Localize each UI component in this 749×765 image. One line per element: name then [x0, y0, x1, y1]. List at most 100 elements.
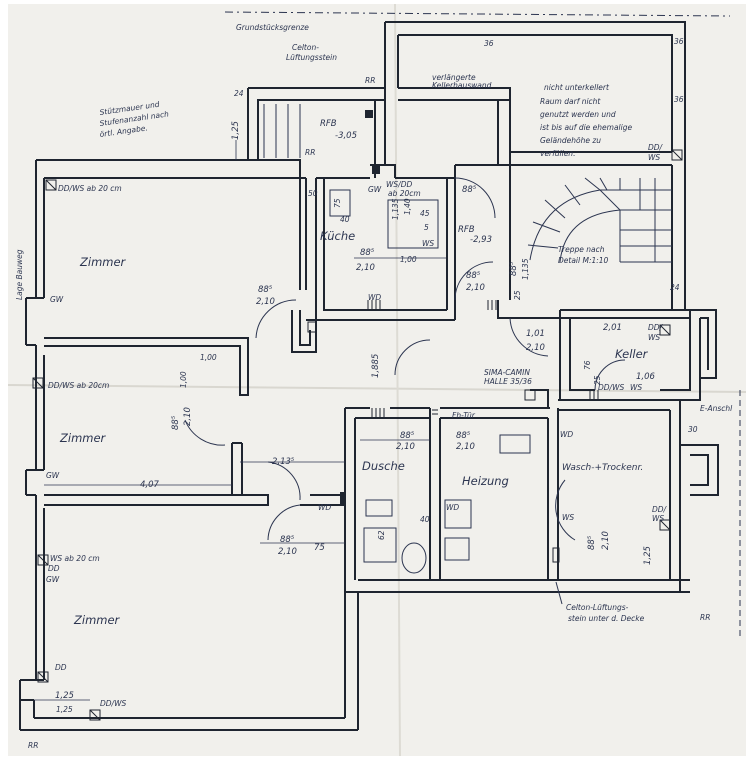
annotation-ws-keller: WS — [630, 383, 642, 392]
walls — [19, 21, 719, 731]
annotation-dd-ws-bottom: DD/WS — [100, 699, 126, 708]
dim-36: 36 — [674, 95, 684, 104]
celton-top-label-2: Lüftungsstein — [286, 53, 337, 62]
annotation-wd-heizung: WD — [446, 503, 459, 512]
dim-75-b: 75 — [333, 198, 342, 208]
annotation-gw-2: GW — [46, 471, 60, 480]
interior-staircase — [527, 177, 672, 263]
ws-top-right-label: WS — [648, 153, 660, 162]
celton-bottom-label-1: Celton-Lüftungs- — [566, 603, 629, 612]
annotation-dd-bottom: DD — [55, 663, 67, 672]
room-label-wasch: Wasch-+Trockenr. — [562, 463, 643, 473]
dim-24: 24 — [234, 89, 244, 98]
dim-188: 1,885 — [371, 354, 381, 378]
dim-2135: 2,13⁵ — [272, 457, 295, 467]
annotation-ws-ab-3: WS ab 20 cm — [50, 554, 100, 563]
note-line-4: ist bis auf die ehemalige — [540, 123, 632, 132]
exterior-stairs — [263, 104, 301, 158]
dim-24b: 24 — [670, 283, 680, 292]
dim-210-wasch: 2,10 — [601, 531, 611, 550]
rf-kueche-value: -2,93 — [470, 235, 492, 245]
side-label: Lage Bauweg — [15, 249, 24, 300]
extended-wall-label-2: Kellerhauswand — [432, 81, 492, 90]
dim-885-wasch: 88⁵ — [587, 535, 597, 550]
rr-top-label: RR — [365, 76, 375, 85]
dim-885-heizung: 88⁵ — [456, 431, 471, 441]
annotation-ws-dd-kueche-1: WS/DD — [386, 180, 412, 189]
dim-125-bottom: 1,25 — [55, 691, 74, 701]
dim-210-zimmer-2: 2,10 — [183, 407, 193, 426]
annotation-gw-1: GW — [50, 295, 64, 304]
annotation-dd-right: DD/ — [648, 323, 664, 332]
dim-885-zimmer-3: 88⁵ — [280, 535, 295, 545]
dim-1135-treppe: 1,135 — [521, 258, 530, 280]
dim-50: 50 — [308, 189, 318, 198]
room-label-kueche: Küche — [320, 229, 355, 243]
dim-1-00: 1,00 — [200, 353, 217, 362]
dd-top-right-label: DD/ — [648, 143, 664, 152]
celton-pointer-line — [555, 581, 563, 605]
tank — [444, 537, 470, 561]
dim-885-zimmer-2: 88⁵ — [171, 415, 181, 430]
dim-140-kueche: 1,40 — [403, 198, 412, 215]
dim-125-top: 1,25 — [231, 121, 241, 140]
vent-markers — [32, 110, 683, 721]
paper-fold-line — [7, 384, 747, 393]
annotation-ws-right: WS — [648, 333, 660, 342]
annotation-gw-kueche: GW — [368, 185, 382, 194]
dim-210-kueche: 2,10 — [356, 263, 375, 273]
dim-101: 1,01 — [526, 329, 545, 339]
dim-125-wasch: 1,25 — [643, 546, 653, 565]
dim-45-kueche: 45 — [420, 209, 430, 218]
annotation-dd-ws-1: DD/WS ab 20 cm — [58, 184, 122, 193]
room-label-zimmer-3: Zimmer — [73, 613, 121, 627]
annotation-dd-ws-2: DD/WS ab 20cm — [48, 381, 109, 390]
dim-885-kueche: 88⁵ — [360, 248, 375, 258]
annotation-gw-3: GW — [46, 575, 60, 584]
rr-bottom-right-label: RR — [700, 613, 710, 622]
electrical-label: E-Anschl — [700, 404, 733, 413]
dimension-lines — [34, 140, 446, 701]
dim-5: 5 — [424, 223, 429, 232]
note-line-2: Raum darf nicht — [540, 97, 601, 106]
annotation-wd-dusche: WD — [318, 503, 331, 512]
door-swings — [184, 177, 626, 541]
dim-25-keller: 25 — [593, 375, 602, 385]
dim-885-zimmer-1: 88⁵ — [258, 285, 273, 295]
property-line — [224, 11, 731, 17]
shower-tray — [363, 527, 397, 563]
dim-407: 4,07 — [140, 480, 160, 490]
annotation-ddws-keller: DD/WS — [598, 383, 624, 392]
note-line-3: genutzt werden und — [540, 110, 616, 119]
dim-885-treppe: 88⁵ — [509, 261, 519, 276]
paper-fold-line — [394, 3, 401, 757]
rr-small-label: RR — [305, 148, 315, 157]
annotation-dd-3: DD — [48, 564, 60, 573]
extended-wall-label-1: verlängerte — [432, 73, 476, 82]
fixtures — [329, 189, 531, 574]
room-label-zimmer-2: Zimmer — [59, 431, 107, 445]
property-line-label: Grundstücksgrenze — [236, 23, 309, 32]
note-line-6: verfüllen. — [540, 149, 575, 158]
room-label-zimmer-1: Zimmer — [79, 255, 127, 269]
toilet — [401, 542, 427, 574]
fire-door-label: Fh-Tür — [452, 411, 476, 420]
note-line-5: Geländehöhe zu — [540, 136, 601, 145]
chimney-label-1: SIMA-CAMIN — [484, 368, 530, 377]
dim-210-zimmer-3: 2,10 — [278, 547, 297, 557]
dim-210-flur-a: 2,10 — [466, 283, 485, 293]
annotation-ws-wasch-2: WS — [652, 514, 664, 523]
dim-25-treppe: 25 — [513, 290, 522, 300]
dim-36b: 36 — [674, 37, 684, 46]
dim-76-keller: 76 — [583, 360, 592, 370]
rf-top-value: -3,05 — [335, 131, 357, 141]
note-line-1: nicht unterkellert — [544, 83, 610, 92]
celton-top-label-1: Celton- — [292, 43, 319, 52]
washbasin — [365, 499, 393, 517]
dim-210-dusche: 2,10 — [396, 442, 415, 452]
dim-885-flur-a: 88⁵ — [466, 271, 481, 281]
rr-bottom-left-label: RR — [28, 741, 38, 750]
stair-label-1: Treppe nach — [558, 245, 605, 254]
